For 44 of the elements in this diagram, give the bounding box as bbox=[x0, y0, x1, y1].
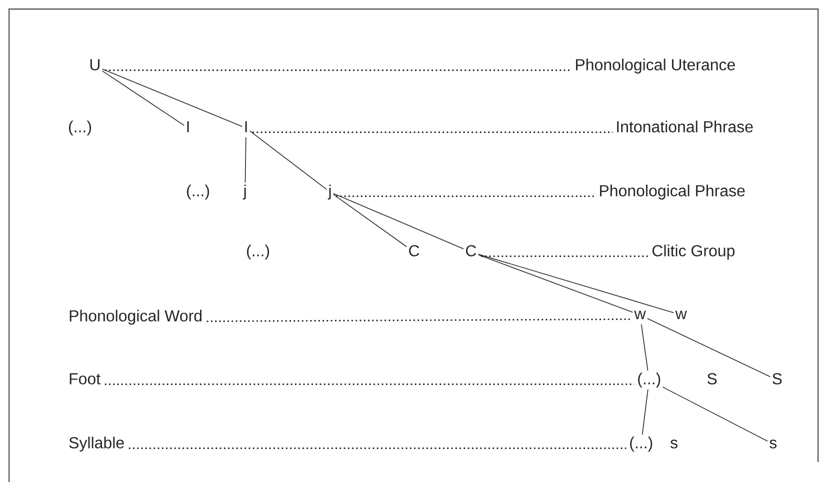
tree-label: (...) bbox=[187, 184, 210, 200]
branch-line bbox=[640, 324, 648, 372]
tree-label: s bbox=[670, 440, 678, 448]
tree-label: w bbox=[675, 310, 687, 320]
level-name: Foot bbox=[70, 373, 100, 384]
level-name: Phonological Uterance bbox=[576, 58, 735, 74]
tree-label: (...) bbox=[247, 244, 270, 260]
tree-label: C bbox=[466, 245, 476, 256]
dotted-leader bbox=[481, 256, 649, 257]
dotted-leader bbox=[105, 69, 572, 71]
dotted-leader bbox=[252, 131, 613, 133]
tree-label: I bbox=[245, 121, 247, 132]
level-name: Intonational Phrase bbox=[617, 120, 753, 132]
branch-line bbox=[478, 254, 634, 313]
level-name: Syllable bbox=[69, 436, 124, 452]
dotted-leader bbox=[336, 196, 596, 197]
level-name: Phonological Phrase bbox=[600, 184, 745, 200]
level-name: Phonological Word bbox=[70, 310, 202, 325]
tree-label: C bbox=[409, 245, 420, 256]
tree-label: (...) bbox=[638, 372, 660, 388]
tree-label: w bbox=[634, 310, 646, 320]
dotted-leader bbox=[206, 318, 632, 322]
branch-line bbox=[642, 388, 648, 436]
tree-label: s bbox=[770, 440, 777, 448]
tree-label: U bbox=[90, 59, 100, 70]
dotted-leader bbox=[128, 448, 626, 449]
tree-label: I bbox=[187, 121, 189, 132]
branch-line bbox=[647, 318, 771, 378]
branch-line bbox=[249, 130, 328, 190]
tree-label: (...) bbox=[69, 120, 92, 136]
branch-line bbox=[662, 386, 768, 442]
tree-label: S bbox=[707, 373, 717, 384]
branch-line bbox=[102, 70, 185, 126]
tree-label: j bbox=[242, 184, 246, 200]
tree-label: j bbox=[328, 184, 331, 200]
branch-line bbox=[102, 68, 243, 127]
branch-line bbox=[244, 136, 246, 184]
level-name: Clitic Group bbox=[652, 244, 735, 260]
branch-line bbox=[333, 194, 408, 248]
branch-line bbox=[478, 254, 674, 314]
branch-line bbox=[333, 193, 464, 250]
tree-label: (...) bbox=[630, 436, 652, 452]
dotted-leader bbox=[104, 384, 634, 385]
tree-label: S bbox=[772, 373, 782, 384]
